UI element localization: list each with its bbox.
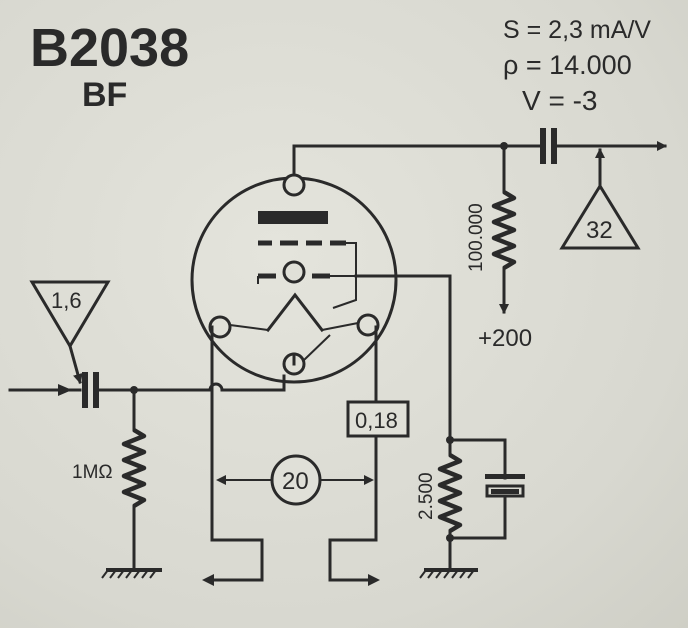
ground-symbol-left: [101, 568, 162, 579]
ground-symbol-right: [419, 568, 478, 579]
spec-plate-resistance: ρ = 14.000: [503, 50, 632, 80]
heater-voltage-circle: [270, 454, 322, 506]
output-capacitor: [540, 128, 546, 164]
plate-resistor: [491, 190, 517, 270]
cathode-resistor: [437, 453, 463, 533]
output-capacitor-plate: [551, 128, 557, 164]
pin-heater-left: [208, 315, 232, 339]
heater-lead-left: [210, 325, 264, 582]
output-gain-label: 32: [586, 217, 613, 244]
heater-current-label: 0,18: [355, 408, 398, 433]
bypass-capacitor-electrolytic: [485, 484, 525, 498]
input-capacitor: [82, 372, 88, 408]
input-capacitor-plate: [93, 372, 99, 408]
supply-voltage-label: +200: [478, 325, 532, 352]
pin-plate: [282, 173, 306, 197]
heater-arrow-right: [368, 574, 380, 586]
tube-code: B2038: [30, 18, 189, 78]
grid-internal-lead: [330, 275, 357, 309]
grid-resistor: [121, 428, 147, 508]
heater-left-lead: [229, 324, 269, 331]
cathode-resistor-label: 2.500: [416, 472, 437, 520]
input-arrow-head: [58, 384, 72, 396]
screen-internal-lead: [346, 242, 357, 276]
input-gain-arrow: [68, 344, 83, 384]
pin-grid: [282, 260, 306, 284]
bypass-wire: [448, 438, 507, 540]
plate-electrode: [258, 211, 328, 224]
heater-arrow-left: [202, 574, 214, 586]
plate-wire: [292, 144, 542, 177]
heater-lead-right: [328, 325, 378, 582]
heater-voltage-label: 20: [282, 468, 309, 495]
grid-resistor-label: 1MΩ: [72, 462, 113, 483]
tube-function: BF: [82, 76, 127, 114]
heater-filament: [265, 292, 325, 333]
cathode-wire: [354, 274, 452, 442]
spec-transconductance: S = 2,3 mA/V: [503, 16, 651, 44]
input-gain-label: 1,6: [51, 288, 82, 313]
spec-grid-bias: V = -3: [522, 85, 597, 116]
heater-current-box: [346, 400, 410, 438]
heater-right-lead: [321, 322, 359, 331]
bypass-capacitor: [485, 474, 525, 479]
grid-wire: [97, 374, 286, 392]
output-gain-triangle: [559, 183, 641, 250]
pin-heater-right: [356, 313, 380, 337]
input-gain-triangle: [29, 280, 111, 349]
cathode-internal-lead: [303, 334, 331, 361]
plate-resistor-label: 100.000: [466, 203, 487, 272]
